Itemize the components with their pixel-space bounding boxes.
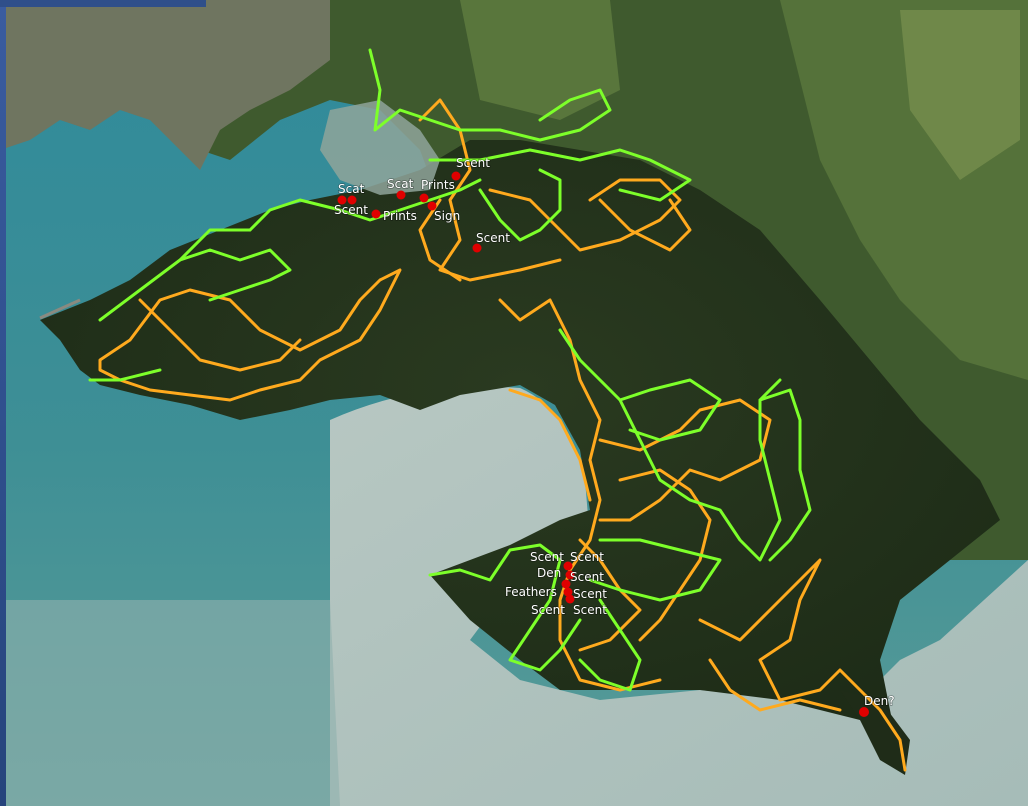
- orange-track[interactable]: [98, 268, 402, 402]
- marker-dot[interactable]: [451, 171, 461, 181]
- marker-cluster-south[interactable]: Scent Scent Den Scent Feathers Scent Sce…: [504, 549, 608, 618]
- orange-track[interactable]: [138, 298, 302, 372]
- farmland-patch: [900, 10, 1020, 180]
- pale-sea-lower-left: [0, 600, 340, 806]
- orange-track[interactable]: [418, 198, 462, 282]
- green-track[interactable]: [368, 48, 612, 142]
- green-track[interactable]: [98, 248, 292, 322]
- orange-track[interactable]: [698, 558, 907, 772]
- marker-label: Scent: [456, 156, 490, 170]
- green-track[interactable]: [248, 178, 482, 232]
- marker-label: Scat: [387, 177, 414, 191]
- marker-scat-1[interactable]: Scat: [337, 181, 365, 205]
- marker-label: Scent: [476, 231, 510, 245]
- orange-track[interactable]: [508, 388, 592, 502]
- orange-track[interactable]: [598, 198, 692, 252]
- marker-dot[interactable]: [347, 195, 357, 205]
- orange-track[interactable]: [418, 98, 562, 282]
- marker-label: Scent: [570, 550, 604, 564]
- orange-track[interactable]: [618, 468, 712, 642]
- marker-dot[interactable]: [396, 190, 406, 200]
- marker-dot[interactable]: [563, 587, 573, 597]
- green-track[interactable]: [618, 378, 782, 562]
- marker-prints-2[interactable]: Prints: [382, 208, 417, 224]
- marker-scat-2[interactable]: Scat: [386, 176, 414, 200]
- marker-label: Feathers: [505, 585, 557, 599]
- marker-label: Scent: [334, 203, 368, 217]
- marker-label: Den?: [864, 694, 895, 708]
- green-track[interactable]: [428, 148, 692, 202]
- marker-prints-1[interactable]: Prints: [419, 177, 456, 203]
- orange-track[interactable]: [578, 538, 642, 652]
- farmland-patch-2: [460, 0, 620, 120]
- marker-dot[interactable]: [859, 707, 869, 717]
- suburb-area: [0, 0, 330, 170]
- green-track-group: [88, 48, 812, 692]
- estuary-mudflat: [320, 100, 440, 195]
- marker-dot[interactable]: [472, 243, 482, 253]
- orange-track[interactable]: [488, 178, 682, 252]
- orange-track[interactable]: [598, 398, 772, 522]
- marker-dot[interactable]: [419, 193, 429, 203]
- green-track[interactable]: [758, 388, 812, 562]
- marker-label: Prints: [383, 209, 417, 223]
- marker-dot[interactable]: [427, 201, 437, 211]
- marker-label: Scent: [530, 550, 564, 564]
- marker-label: Den: [537, 566, 561, 580]
- marker-scent-1[interactable]: Scent: [333, 202, 381, 219]
- marker-dot[interactable]: [563, 561, 573, 571]
- window-left-edge: [0, 0, 6, 806]
- orange-track[interactable]: [498, 298, 662, 692]
- marker-label: Scent: [573, 587, 607, 601]
- marker-label: Scat: [338, 182, 365, 196]
- marker-scent-2[interactable]: Scent: [451, 155, 491, 181]
- peninsula-forest: [40, 140, 1000, 760]
- marker-dot[interactable]: [337, 195, 347, 205]
- green-track[interactable]: [428, 543, 582, 672]
- marker-label: Prints: [421, 178, 455, 192]
- marker-dot[interactable]: [565, 594, 575, 604]
- marker-sign-1[interactable]: Sign: [427, 201, 461, 224]
- marker-dot[interactable]: [371, 209, 381, 219]
- marker-label: Scent: [570, 570, 604, 584]
- orange-track[interactable]: [708, 658, 842, 712]
- marker-label: Scent: [573, 603, 607, 617]
- green-track[interactable]: [478, 168, 562, 242]
- green-track[interactable]: [88, 368, 162, 382]
- marker-dot[interactable]: [561, 579, 571, 589]
- marker-label: Scent: [531, 603, 565, 617]
- marker-scent-3[interactable]: Scent: [472, 230, 511, 253]
- green-track[interactable]: [558, 328, 722, 442]
- jetty: [39, 298, 81, 320]
- green-track[interactable]: [578, 598, 642, 692]
- marker-dot[interactable]: [565, 570, 575, 580]
- window-top-left-panel: [0, 0, 206, 7]
- marker-den-2[interactable]: Den?: [859, 693, 895, 717]
- southern-headland: [840, 690, 910, 775]
- green-track[interactable]: [588, 538, 722, 602]
- marker-label: Sign: [434, 209, 460, 223]
- orange-track-group: [98, 98, 907, 772]
- green-track[interactable]: [178, 228, 252, 262]
